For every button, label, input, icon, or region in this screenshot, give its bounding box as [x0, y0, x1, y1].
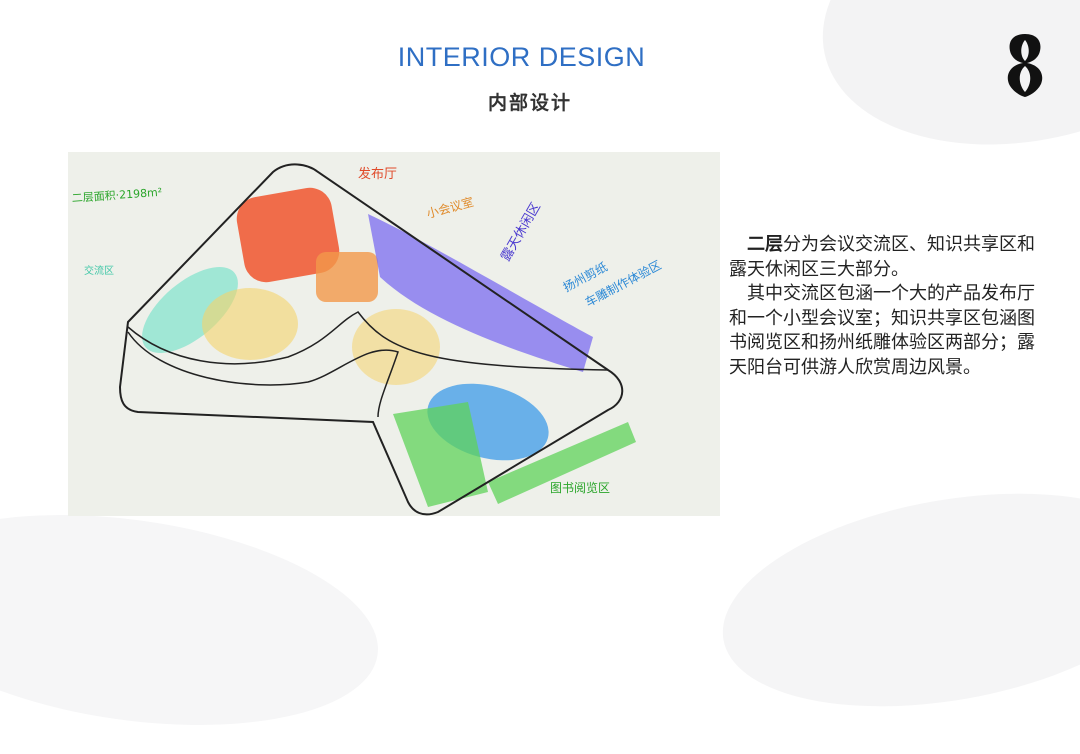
label-exchange: 交流区 — [84, 264, 114, 277]
zone-reading — [393, 402, 636, 507]
label-small-meeting: 小会议室 — [425, 194, 475, 221]
description-paragraph-2: 其中交流区包涵一个大的产品发布厅和一个小型会议室；知识共享区包涵图书阅览区和扬州… — [729, 283, 1035, 378]
description-highlight: 二层 — [747, 234, 783, 255]
label-press-hall: 发布厅 — [358, 166, 397, 182]
inner-wall — [127, 311, 609, 371]
zone-outdoor-leisure — [368, 214, 593, 372]
zone-small-meeting — [316, 252, 378, 302]
zone-culture-2 — [352, 309, 440, 385]
building-outline — [118, 163, 624, 516]
description-text: 二层分为会议交流区、知识共享区和露天休闲区三大部分。 其中交流区包涵一个大的产品… — [729, 233, 1049, 380]
page-title-chinese: 内部设计 — [487, 92, 572, 114]
floor-plan-sketch: 二层面积·2198m² 发布厅 小会议室 露天休闲区 扬州剪纸 车雕制作体验区 … — [68, 152, 720, 516]
brand-logo-icon — [1007, 34, 1043, 97]
background-swoosh — [706, 461, 1080, 739]
label-reading: 图书阅览区 — [550, 480, 610, 495]
inner-wall — [127, 331, 399, 418]
description-p1-text: 分为会议交流区、知识共享区和露天休闲区三大部分。 — [729, 234, 1035, 280]
zone-exchange — [142, 266, 238, 354]
floor-plan-drawing: 二层面积·2198m² 发布厅 小会议室 露天休闲区 扬州剪纸 车雕制作体验区 … — [71, 163, 664, 516]
background-swoosh — [0, 486, 392, 754]
area-label: 二层面积·2198m² — [71, 186, 162, 205]
description-paragraph-1: 二层分为会议交流区、知识共享区和露天休闲区三大部分。 — [729, 233, 1049, 282]
label-outdoor-leisure: 露天休闲区 — [498, 200, 543, 264]
zone-press-hall — [236, 187, 340, 283]
page-title-english: INTERIOR DESIGN — [397, 42, 646, 72]
zone-culture — [202, 288, 298, 360]
